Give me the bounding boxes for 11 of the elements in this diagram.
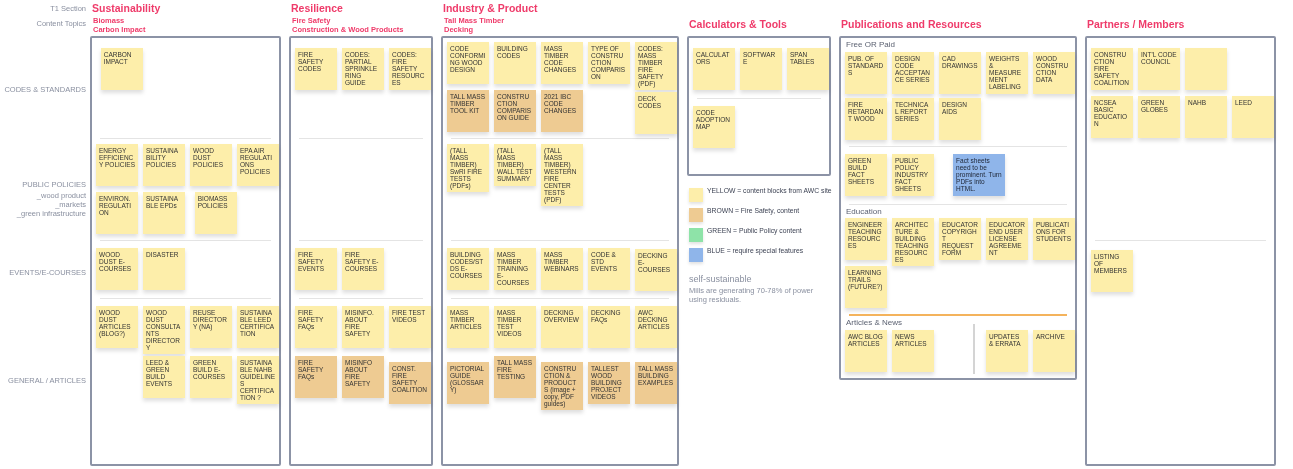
subsection-heading: Free OR Paid (846, 40, 895, 49)
subsection-heading: Articles & News (846, 318, 902, 327)
subsection-heading: Education (846, 207, 882, 216)
section-title: Resilience (291, 2, 343, 14)
section-title: Calculators & Tools (689, 18, 787, 30)
section-title: Publications and Resources (841, 18, 982, 30)
sticky-note (1185, 48, 1227, 90)
section-title: Industry & Product (443, 2, 538, 14)
section-title: Partners / Members (1087, 18, 1185, 30)
section-title: Sustainability (92, 2, 161, 14)
note-text: self-sustainable (689, 274, 752, 284)
